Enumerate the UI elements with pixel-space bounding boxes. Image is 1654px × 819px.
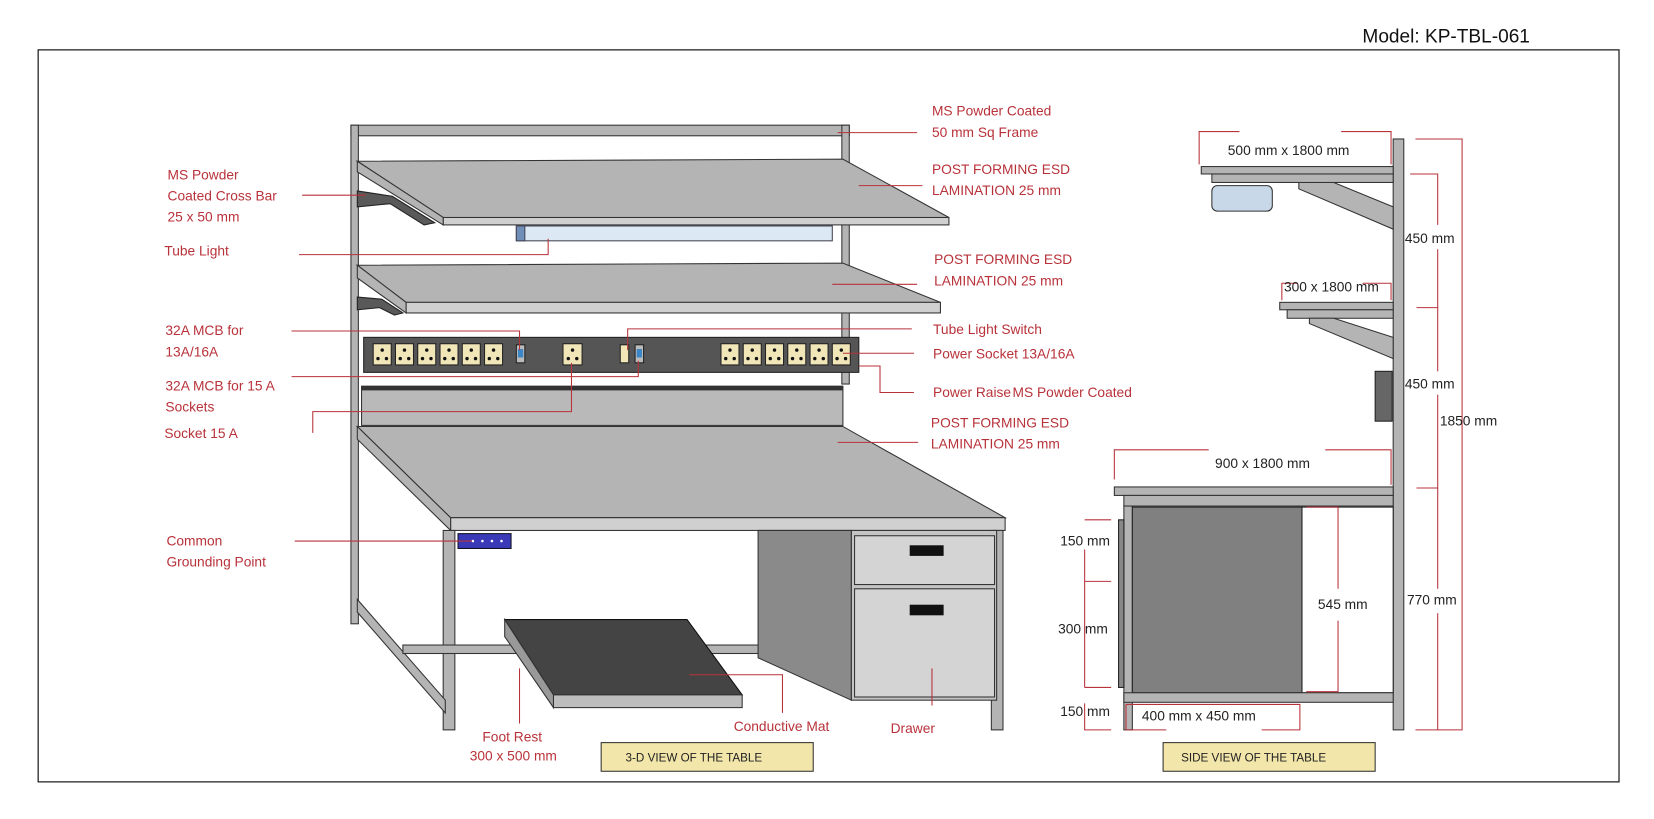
dim-top-shelf: 500 mm x 1800 mm [1228,143,1350,158]
side-drawer-front [1118,519,1125,688]
label-cross-bar: MS Powder [168,167,240,182]
dim-gap-2: 450 mm [1405,376,1455,391]
label-mcb-15a: 32A MCB for 15 A [165,378,275,393]
label-conductive-mat: Conductive Mat [734,719,830,734]
power-socket [394,343,415,366]
drawer-handle [909,545,944,556]
label-mcb-13a: 13A/16A [165,344,219,359]
label-foot-rest: Foot Rest [482,730,542,745]
label-grounding: Grounding Point [166,555,266,570]
caption-side-view: SIDE VIEW OF THE TABLE [1162,742,1376,772]
power-socket [417,343,437,366]
dim-cabinet: 545 mm [1318,597,1368,612]
label-tube-light: Tube Light [164,244,229,259]
side-brace [356,597,446,715]
label-mcb-13a: 32A MCB for [165,323,243,338]
desktop [356,425,1008,519]
caption-side-text: SIDE VIEW OF THE TABLE [1181,752,1326,765]
drawer-handle [909,604,944,616]
label-power-raise-coating: MS Powder Coated [1013,385,1132,400]
label-socket-15a: Socket 15 A [164,426,238,441]
side-drawer-cabinet [1131,506,1303,694]
power-socket [720,343,740,366]
socket-15a [562,343,583,366]
top-frame-bar [350,124,850,137]
power-socket [484,343,504,366]
label-top-shelf: LAMINATION 25 mm [932,183,1061,198]
label-drawer: Drawer [891,721,936,736]
label-mcb-15a: Sockets [165,400,214,415]
dim-drawer-3: 150 mm [1060,704,1110,719]
power-socket [764,343,785,366]
label-foot-rest: 300 x 500 mm [470,749,557,764]
label-cross-bar: Coated Cross Bar [168,189,278,204]
label-frame: MS Powder Coated [932,104,1051,119]
side-mid-shelf [1279,301,1394,311]
sockets-13a-16a-left [372,343,504,366]
dim-gap-1: 450 mm [1405,231,1455,246]
label-mid-shelf: POST FORMING ESD [934,252,1072,267]
label-grounding: Common [166,533,222,548]
tube-light-switch [619,344,630,364]
power-socket [831,343,851,366]
table-side-view [1113,138,1405,731]
top-shelf [355,158,950,219]
side-dimension-lines [1084,131,1463,731]
drawer-top [854,535,996,586]
front-left-leg [442,529,456,731]
power-socket [372,343,392,366]
model-number: Model: KP-TBL-061 [1362,26,1529,47]
side-desktop [1113,486,1394,496]
side-dimension-labels: 500 mm x 1800 mm 450 mm 300 x 1800 mm 45… [1058,143,1497,723]
power-socket [809,343,829,366]
label-power-socket: Power Socket 13A/16A [933,347,1075,362]
tube-light [515,225,833,242]
power-socket [787,343,807,366]
power-strip [363,336,860,373]
table-3d-view [350,124,1008,731]
middle-shelf [355,262,941,303]
back-panel [361,385,844,426]
label-desk: LAMINATION 25 mm [931,437,1060,452]
dim-total-height: 1850 mm [1440,413,1497,428]
label-mid-shelf: LAMINATION 25 mm [934,273,1063,288]
dim-desk-height: 770 mm [1407,593,1457,608]
power-socket [439,343,459,366]
side-upright [1392,138,1405,731]
label-frame: 50 mm Sq Frame [932,125,1039,140]
leader-lines [291,132,933,724]
power-socket [461,343,481,366]
caption-3d-text: 3-D VIEW OF THE TABLE [626,752,763,765]
power-socket [742,343,762,366]
back-right-upright [841,124,850,385]
cross-bar-bracket [356,190,437,226]
side-power-strip [1374,370,1393,422]
label-desk: POST FORMING ESD [931,416,1069,431]
label-top-shelf: POST FORMING ESD [932,162,1070,177]
label-tube-switch: Tube Light Switch [933,322,1042,337]
label-power-raise: Power Raise [933,385,1011,400]
dim-drawer-2: 300 mm [1058,621,1108,636]
label-cross-bar: 25 x 50 mm [168,210,240,225]
dim-mid-shelf: 300 x 1800 mm [1284,280,1379,295]
side-top-shelf [1200,166,1394,175]
side-tube-light [1211,185,1273,212]
caption-3d-view: 3-D VIEW OF THE TABLE [600,742,814,772]
back-left-upright [350,124,359,625]
labels-3d: MS Powder Coated 50 mm Sq Frame MS Powde… [164,104,1132,764]
dim-cabinet-size: 400 mm x 450 mm [1142,708,1256,723]
sockets-13a-16a-right [720,343,851,366]
drawing-border [37,49,1620,783]
dim-desk: 900 x 1800 mm [1215,456,1310,471]
dim-drawer-1: 150 mm [1060,533,1110,548]
